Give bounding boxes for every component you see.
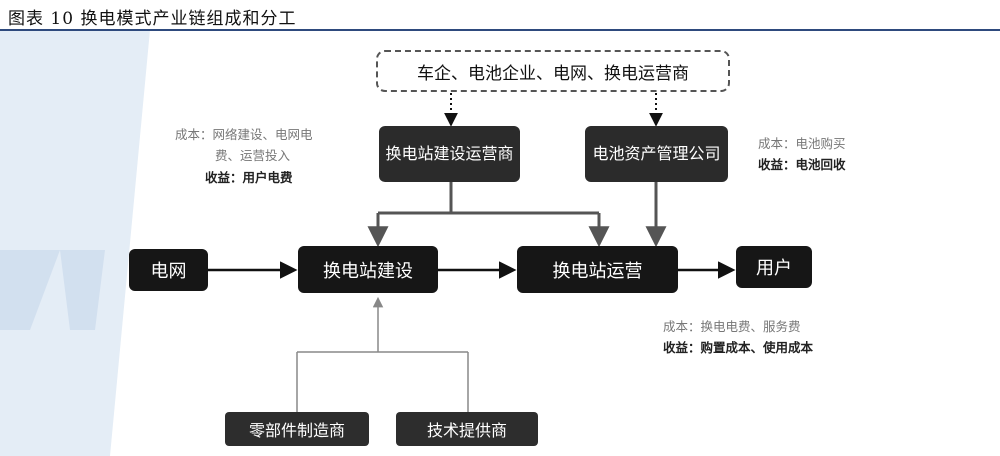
node-operator-builder: 换电站建设运营商: [379, 126, 520, 182]
node-station-operate: 换电站运营: [517, 246, 678, 293]
node-user: 用户: [736, 246, 812, 288]
node-battery-asset: 电池资产管理公司: [585, 126, 728, 182]
note-right-top: 成本：电池购买 收益：电池回收: [758, 136, 846, 173]
figure-title: 图表 10 换电模式产业链组成和分工: [8, 9, 297, 29]
node-station-build: 换电站建设: [298, 246, 438, 293]
title-rule: [0, 29, 1000, 31]
node-top-group: 车企、电池企业、电网、换电运营商: [376, 50, 730, 92]
note-left-top: 成本：网络建设、电网电 费、运营投入 收益：用户电费: [175, 127, 313, 185]
node-grid: 电网: [129, 249, 208, 291]
node-parts-maker: 零部件制造商: [225, 412, 369, 446]
node-tech-provider: 技术提供商: [396, 412, 538, 446]
note-bottom-right: 成本：换电电费、服务费 收益：购置成本、使用成本: [663, 319, 814, 356]
